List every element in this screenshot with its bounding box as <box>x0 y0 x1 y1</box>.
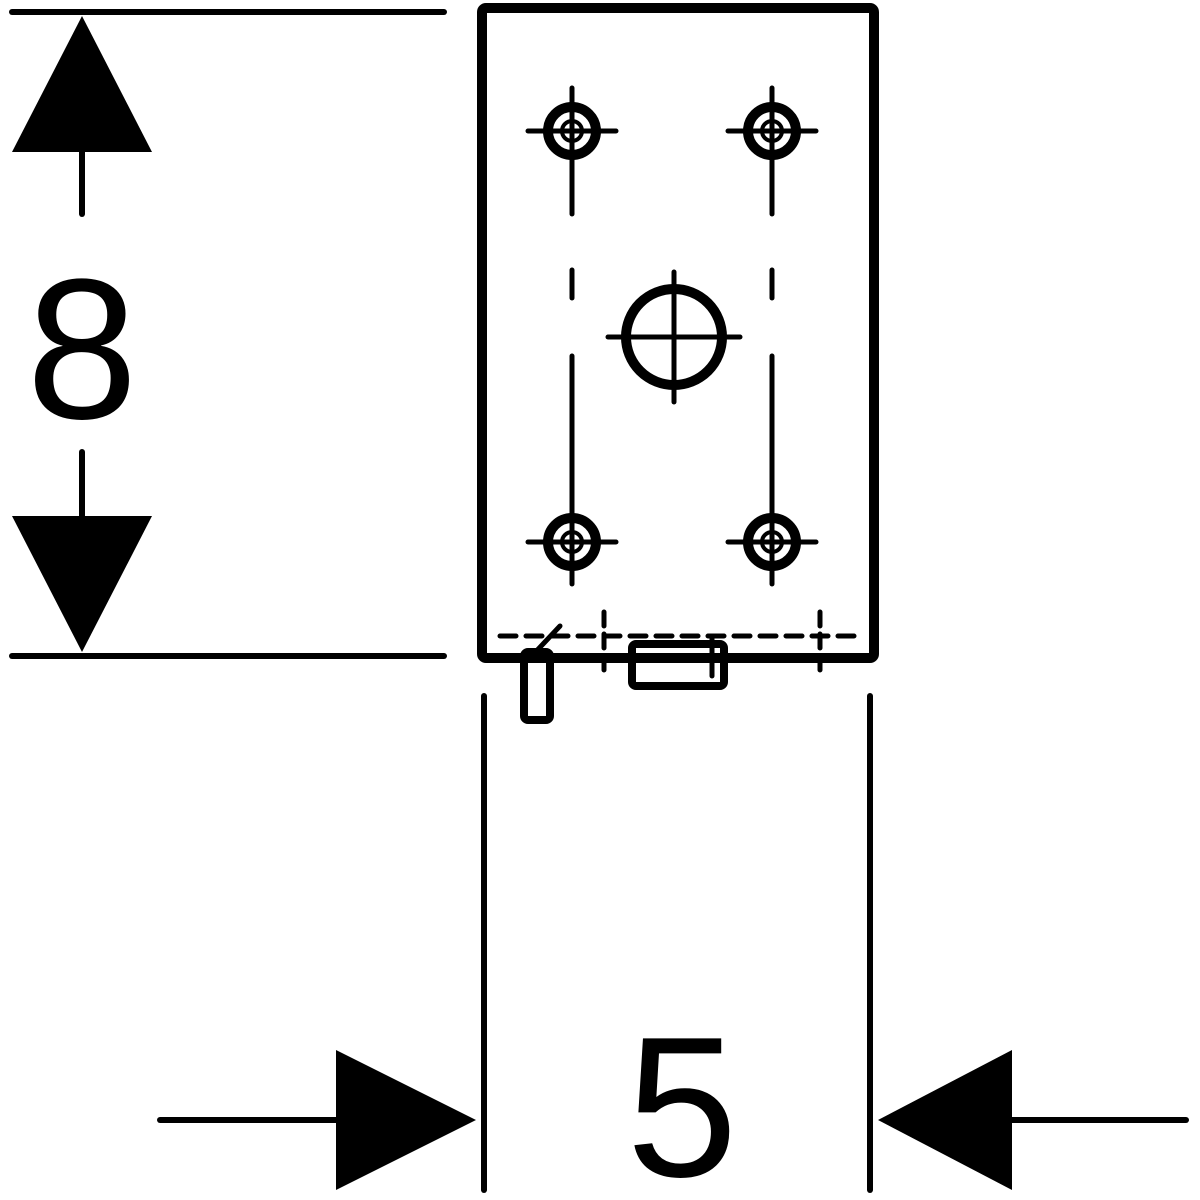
hole-bottom-right <box>725 513 819 571</box>
height-dimension-label: 8 <box>26 238 137 461</box>
pin-slant <box>525 623 563 663</box>
hole-top-right <box>725 102 819 160</box>
hole-center <box>621 284 727 390</box>
mounting-plate <box>477 3 879 724</box>
bottom-tab <box>628 640 728 690</box>
height-arrow-up <box>12 16 152 152</box>
center-lines <box>569 85 775 587</box>
height-arrow-down <box>12 516 152 652</box>
hole-bottom-left <box>525 513 619 571</box>
width-arrow-right <box>336 1050 476 1190</box>
hole-top-left <box>525 102 619 160</box>
plate-outline <box>477 3 879 663</box>
width-dimension <box>157 693 1189 1193</box>
width-dimension-label: 5 <box>626 996 737 1200</box>
height-dimension <box>9 9 447 659</box>
width-arrow-left <box>878 1050 1012 1190</box>
